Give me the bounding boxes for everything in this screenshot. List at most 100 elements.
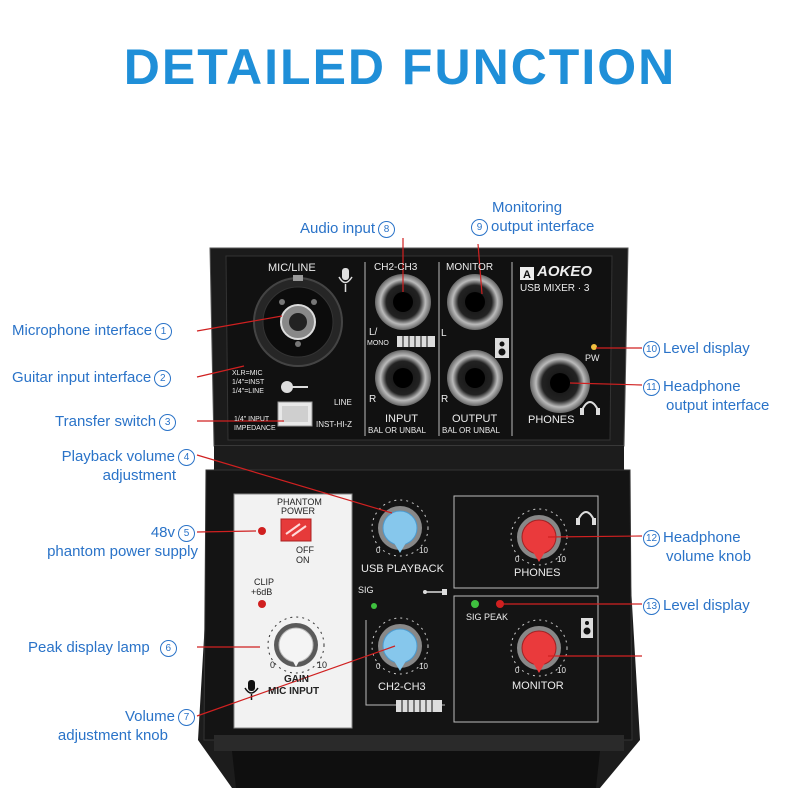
callout-7-line1: Volume [124,708,175,725]
callout-10-number: 10 [643,340,660,358]
mic-icon [338,268,353,292]
r-input-label: R [369,394,377,405]
mono-label: MONO [367,340,389,347]
inst-spec-label: 1/4"=INST [232,379,265,386]
svg-text:A: A [523,269,531,281]
callout-12-line1: Headphone [663,529,741,546]
output-bal-label: BAL OR UNBAL [442,426,500,435]
ch2-scale-0: 0 [376,662,381,671]
usb-scale-10: 10 [419,546,428,555]
output-label: OUTPUT [452,413,498,425]
callout-lines [196,238,643,717]
callout-9-number: 9 [471,218,488,236]
xlr-spec-label: XLR=MIC [232,370,263,377]
input-jack-l[interactable] [375,274,431,330]
output-jack-l[interactable] [447,274,503,330]
callout-7-line2: adjustment knob [57,727,168,744]
phones-rear-label: PHONES [528,414,575,426]
sig-led [471,600,479,608]
sig-peak-label: SIG PEAK [466,612,509,622]
usb-playback-knob[interactable] [371,499,429,557]
on-label: ON [296,555,310,565]
clip-label: CLIP [254,577,275,587]
usb-scale-0: 0 [376,546,381,555]
phones-section [453,495,599,589]
phones-scale-0: 0 [515,555,520,564]
callout-6-text: Peak display lamp [28,639,150,656]
impedance-switch[interactable] [277,401,313,427]
monitor-rear-label: MONITOR [446,262,494,273]
input-jack-r[interactable] [375,350,431,406]
callout-9-line2: output interface [491,218,595,235]
model-name: USB MIXER · 3 [520,283,590,294]
callout-4-line2: adjustment [102,467,176,484]
callout-12-number: 12 [643,529,660,547]
callout-12-line2: volume knob [666,548,752,565]
callout-13-number: 13 [643,597,660,615]
power-led [591,344,597,350]
output-jack-r[interactable] [447,350,503,406]
gain-knob[interactable] [267,616,325,674]
callout-7-number: 7 [178,708,195,726]
callout-9-line1: Monitoring [492,199,563,216]
plus6-label: +6dB [251,587,273,597]
callout-11-line2: output interface [666,397,770,414]
page-title: DETAILED FUNCTION [123,39,677,95]
phones-front-icon [576,511,596,525]
callout-1-text: Microphone interface [12,322,153,339]
l-output-label: L [441,328,447,339]
callout-5-line2: phantom power supply [47,543,198,560]
callout-11-number: 11 [643,378,660,396]
off-label: OFF [296,545,314,555]
combo-xlr-jack[interactable] [253,275,343,367]
line-label: LINE [334,398,352,407]
callout-6-number: 6 [159,639,177,657]
callout-2-number: 2 [154,369,172,387]
ch2-ch3-rear-label: CH2-CH3 [374,262,418,273]
phantom-power-switch[interactable] [280,518,312,542]
monitor-scale-0: 0 [515,666,520,675]
monitor-speaker-icon [581,618,593,638]
callout-5-number: 5 [178,524,195,542]
callout-peak-lamp: Peak display lamp 6 [28,638,180,657]
phantom-led [258,527,266,535]
impedance-label-2: IMPEDANCE [234,425,276,432]
callout-10-text: Level display [663,340,750,357]
headphone-icon [580,401,600,415]
callout-1-number: 1 [155,322,173,340]
input-bal-label: BAL OR UNBAL [368,426,426,435]
keyboard-front-icon [396,700,442,712]
ch2-scale-10: 10 [419,662,428,671]
callout-3-text: Transfer switch [55,413,157,430]
gain-scale-10: 10 [317,660,328,670]
ch2-ch3-knob[interactable] [371,617,429,675]
usb-playback-label: USB PLAYBACK [361,563,444,575]
callout-11-line1: Headphone [663,378,741,395]
headphone-jack[interactable] [530,353,590,413]
monitor-scale-10: 10 [557,666,566,675]
brand-name: AOKEO [537,263,593,280]
guitar-icon [281,381,308,393]
monitor-knob[interactable] [510,619,568,677]
callout-4-line1: Playback volume [61,448,175,465]
phantom-label-2: POWER [281,506,316,516]
callout-13-text: Level display [663,597,750,614]
r-output-label: R [441,394,449,405]
speaker-icon [495,338,509,358]
impedance-label-1: 1/4" INPUT [234,416,270,423]
pw-label: PW [585,353,600,363]
keyboard-icon [397,336,435,347]
inst-hiz-label: INST-HI-Z [316,420,352,429]
callout-5-line1: 48v [150,524,175,541]
